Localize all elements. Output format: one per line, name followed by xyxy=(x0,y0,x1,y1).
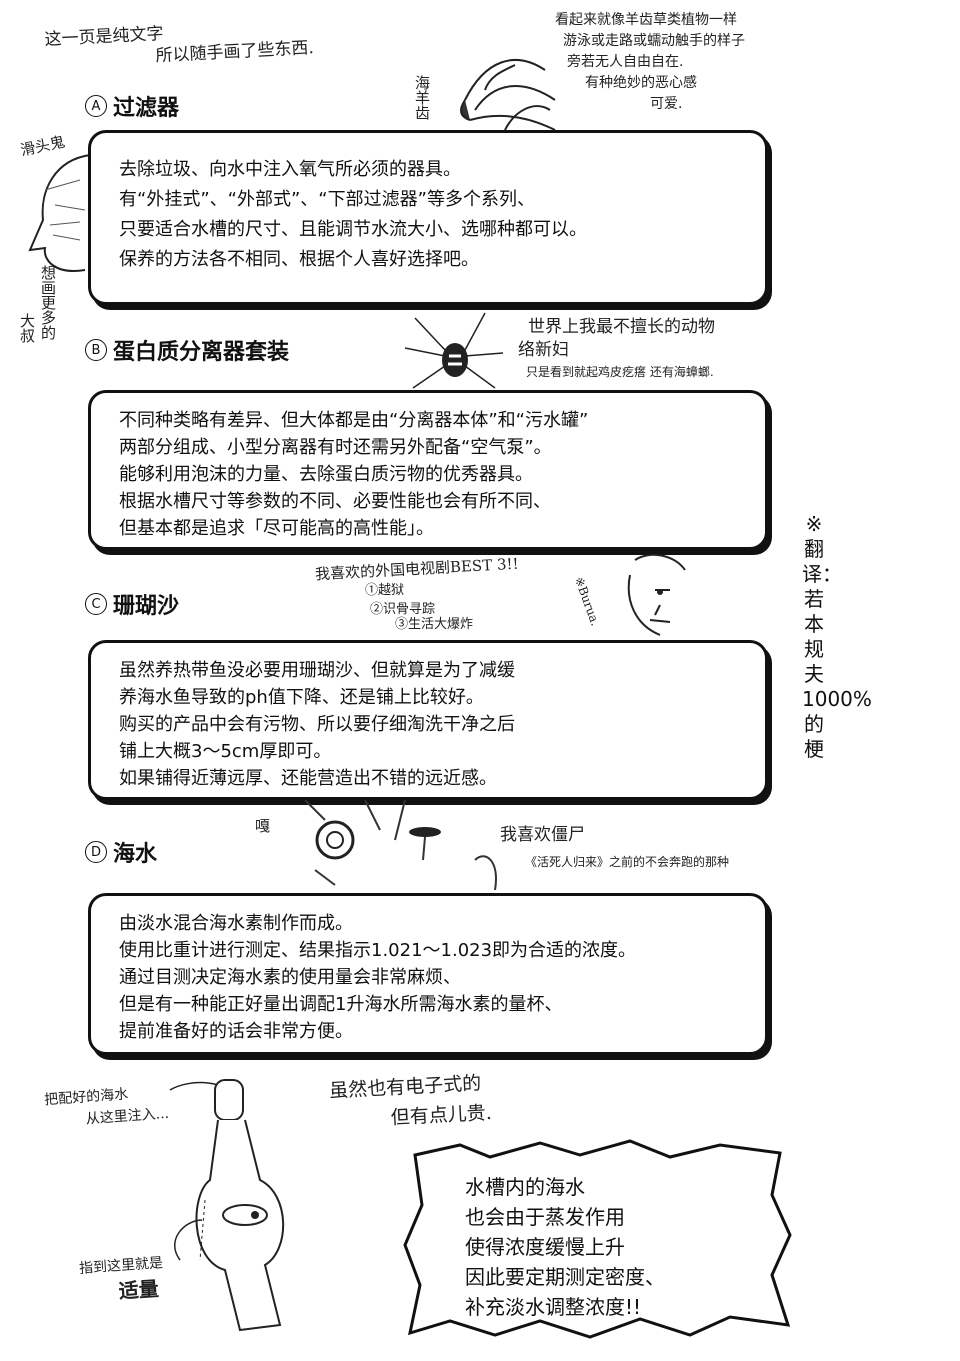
section-title: 过滤器 xyxy=(113,96,180,121)
electronic-note: 虽然也有电子式的 但有点儿贵. xyxy=(329,1068,493,1136)
spider-note: 世界上我最不擅长的动物 络新妇 只是看到就起鸡皮疙瘩 还有海蟑螂. xyxy=(518,312,715,380)
bubble-line: 因此要定期测定密度、 xyxy=(465,1265,665,1289)
old-man-note: 想画更多的 大叔 xyxy=(18,265,57,343)
sea-fern-drawing xyxy=(460,59,556,131)
old-man-drawing xyxy=(28,154,91,272)
box-line: 使用比重计进行测定、结果指示1.021～1.023即为合适的浓度。 xyxy=(119,940,637,961)
marker-a: A xyxy=(85,95,107,117)
note-line: 络新妇 xyxy=(518,340,569,360)
hydrometer-level-note: 指到这里就是 适量 xyxy=(78,1252,165,1307)
section-title: 珊瑚沙 xyxy=(113,594,180,619)
section-b-heading: B 蛋白质分离器套装 xyxy=(85,334,289,366)
spider-drawing xyxy=(405,312,504,389)
section-c-heading: C 珊瑚沙 xyxy=(85,588,179,620)
zombie-drawing xyxy=(304,800,497,890)
box-line: 提前准备好的话会非常方便。 xyxy=(119,1021,353,1042)
note-line: 《活死人归来》之前的不会奔跑的那种 xyxy=(525,855,730,869)
box-line: 两部分组成、小型分离器有时还需另外配备“空气泵”。 xyxy=(119,437,552,458)
bubble-line: 补充淡水调整浓度!! xyxy=(465,1295,642,1319)
zombie-sound: 嘎 xyxy=(255,817,271,835)
note-line: 适量 xyxy=(117,1276,160,1304)
zombie-note: 我喜欢僵尸 《活死人归来》之前的不会奔跑的那种 xyxy=(500,820,729,870)
box-line: 不同种类略有差异、但大体都是由“分离器本体”和“污水罐” xyxy=(119,410,589,431)
marker-b: B xyxy=(85,339,107,361)
box-line: 保养的方法各不相同、根据个人喜好选择吧。 xyxy=(119,249,479,270)
note-line: 游泳或走路或蠕动触手的样子 xyxy=(563,33,745,49)
section-d-box: 由淡水混合海水素制作而成。 使用比重计进行测定、结果指示1.021～1.023即… xyxy=(88,893,768,1055)
note-line: 只是看到就起鸡皮疙瘩 还有海蟑螂. xyxy=(526,365,714,379)
translator-note: ※翻译：若本规夫1000%的梗 xyxy=(802,512,872,761)
note-line: 看起来就像羊齿草类植物一样 xyxy=(555,12,737,28)
bubble-line: 也会由于蒸发作用 xyxy=(465,1205,625,1229)
tv-note: 我喜欢的外国电视剧BEST 3!! ①越狱 ②识骨寻踪 ③生活大爆炸 xyxy=(315,555,519,632)
section-a-box: 去除垃圾、向水中注入氧气所必须的器具。 有“外挂式”、“外部式”、“下部过滤器”… xyxy=(88,130,768,305)
box-line: 能够利用泡沫的力量、去除蛋白质污物的优秀器具。 xyxy=(119,464,533,485)
box-line: 通过目测决定海水素的使用量会非常麻烦、 xyxy=(119,967,461,988)
note-line: 想画更多的 xyxy=(39,265,57,340)
box-line: 虽然养热带鱼没必要用珊瑚沙、但就算是为了减缓 xyxy=(119,660,515,681)
note-line: 世界上我最不擅长的动物 xyxy=(528,317,715,337)
box-line: 但是有一种能正好量出调配1升海水所需海水素的量杯、 xyxy=(119,994,563,1015)
box-line: 去除垃圾、向水中注入氧气所必须的器具。 xyxy=(119,159,461,180)
section-a-heading: A 过滤器 xyxy=(85,90,179,122)
intro-note: 这一页是纯文字 所以随手画了些东西. xyxy=(44,15,314,73)
marker-c: C xyxy=(85,593,107,615)
hydrometer-drawing xyxy=(169,1079,285,1332)
sea-fern-label: 海羊齿 xyxy=(413,75,431,120)
bubble-text: 水槽内的海水 也会由于蒸发作用 使得浓度缓慢上升 因此要定期测定密度、 补充淡水… xyxy=(465,1172,665,1322)
box-line: 如果铺得近薄远厚、还能营造出不错的远近感。 xyxy=(119,768,497,789)
spiky-speech-bubble xyxy=(403,1139,792,1339)
man-portrait-drawing xyxy=(627,553,686,636)
box-line: 只要适合水槽的尺寸、且能调节水流大小、选哪种都可以。 xyxy=(119,219,587,240)
box-line: 有“外挂式”、“外部式”、“下部过滤器”等多个系列、 xyxy=(119,189,535,210)
sea-fern-note: 看起来就像羊齿草类植物一样 游泳或走路或蠕动触手的样子 旁若无人自由自在. 有种… xyxy=(555,10,745,115)
section-title: 海水 xyxy=(113,842,158,867)
section-title: 蛋白质分离器套装 xyxy=(113,340,290,365)
section-b-box: 不同种类略有差异、但大体都是由“分离器本体”和“污水罐” 两部分组成、小型分离器… xyxy=(88,390,768,550)
note-line: 我喜欢僵尸 xyxy=(500,825,585,845)
bubble-line: 水槽内的海水 xyxy=(465,1175,585,1199)
marker-d: D xyxy=(85,841,107,863)
box-line: 购买的产品中会有污物、所以要仔细淘洗干净之后 xyxy=(119,714,515,735)
section-c-box: 虽然养热带鱼没必要用珊瑚沙、但就算是为了减缓 养海水鱼导致的ph值下降、还是铺上… xyxy=(88,640,768,800)
box-line: 养海水鱼导致的ph值下降、还是铺上比较好。 xyxy=(119,687,484,708)
note-line: 有种绝妙的恶心感 xyxy=(585,75,697,91)
box-line: 但基本都是追求「尽可能高的高性能」。 xyxy=(119,518,434,539)
burua-label: ※Burua. xyxy=(571,575,603,628)
box-line: 由淡水混合海水素制作而成。 xyxy=(119,913,353,934)
note-line: ②识骨寻踪 xyxy=(370,602,436,617)
box-line: 根据水槽尺寸等参数的不同、必要性能也会有所不同、 xyxy=(119,491,551,512)
note-line: 大叔 xyxy=(18,313,36,343)
note-line: 旁若无人自由自在. xyxy=(567,54,684,70)
note-line: ③生活大爆炸 xyxy=(395,617,474,632)
bubble-line: 使得浓度缓慢上升 xyxy=(465,1235,625,1259)
section-d-heading: D 海水 xyxy=(85,836,157,868)
box-line: 铺上大概3～5cm厚即可。 xyxy=(119,741,332,762)
note-line: 可爱. xyxy=(650,96,683,112)
note-line: ①越狱 xyxy=(365,583,405,598)
